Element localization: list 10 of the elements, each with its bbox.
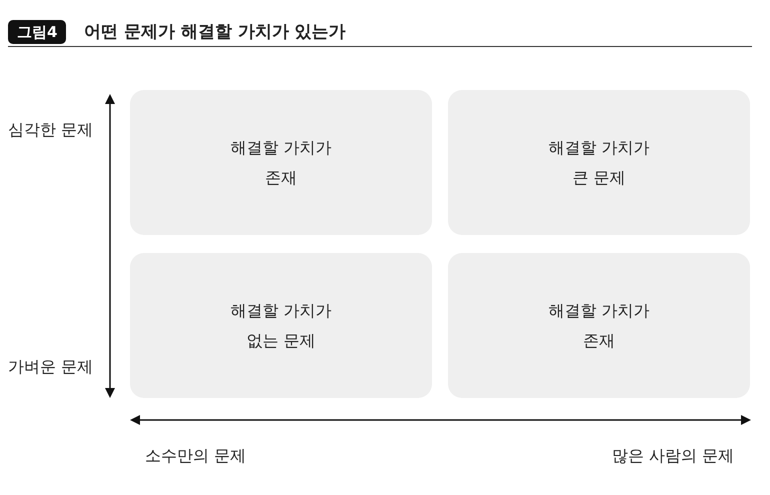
quadrant-text: 해결할 가치가 없는 문제	[229, 300, 333, 352]
axis-label: 소수만의 문제	[145, 446, 246, 467]
figure-badge: 그림4	[8, 20, 66, 44]
axis-label: 가벼운 문제	[8, 357, 94, 378]
quadrant-text: 해결할 가치가 존재	[229, 136, 333, 188]
quadrant-text: 해결할 가치가 큰 문제	[547, 136, 651, 188]
quadrant-text: 해결할 가치가 존재	[547, 300, 651, 352]
axis-label: 심각한 문제	[8, 120, 94, 141]
axis-label: 많은 사람의 문제	[612, 446, 734, 467]
figure-title: 어떤 문제가 해결할 가치가 있는가	[84, 21, 346, 44]
